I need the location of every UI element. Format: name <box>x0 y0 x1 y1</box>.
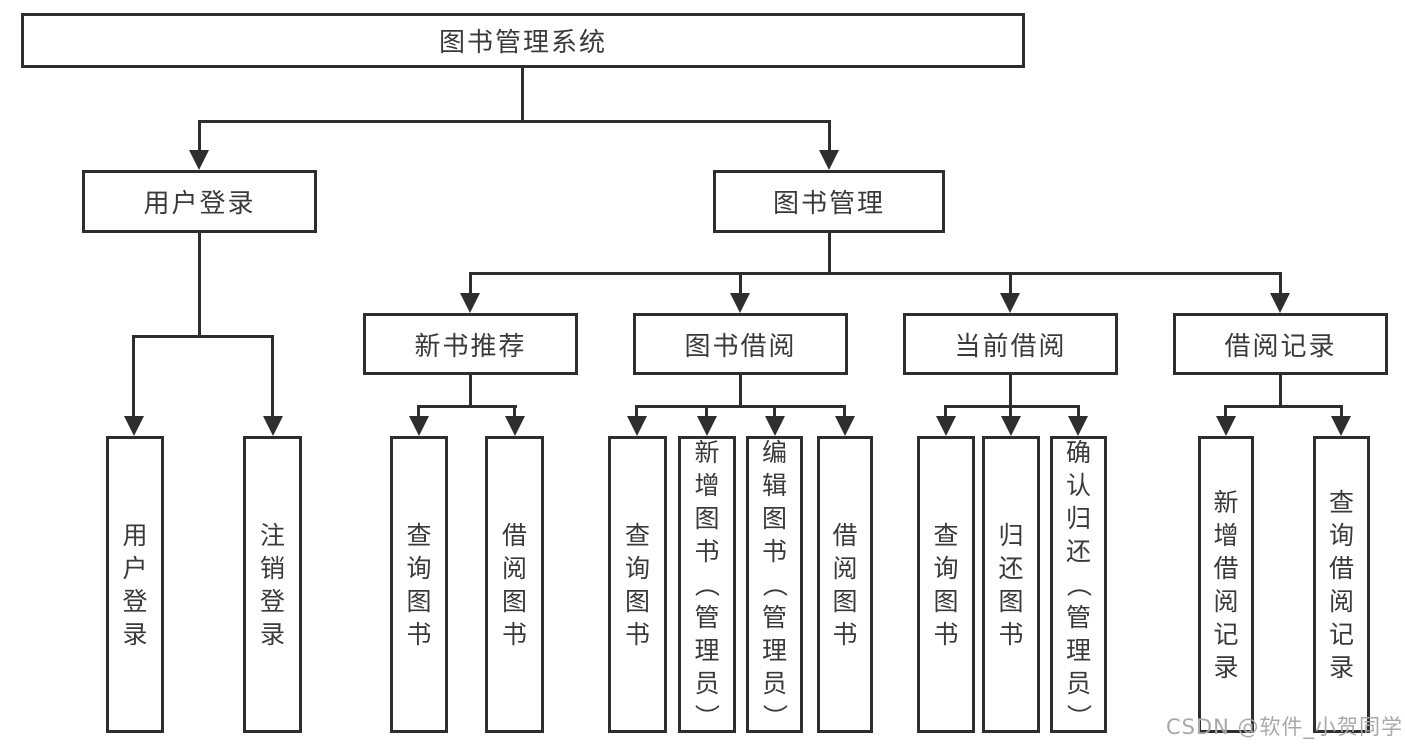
connector-line <box>1009 272 1012 295</box>
leaf-query-borrow-record: 查询借阅记录 <box>1313 436 1370 733</box>
connector-line <box>828 120 831 152</box>
arrow-down <box>627 416 647 436</box>
node-label: 用户登录 <box>122 520 148 649</box>
connector-line <box>635 405 638 418</box>
arrow-down <box>1000 293 1020 313</box>
node-label: 当前借阅 <box>954 331 1067 362</box>
node-new-book-recommend: 新书推荐 <box>363 313 578 375</box>
leaf-query-books-recommend: 查询图书 <box>390 436 448 733</box>
connector-line <box>705 405 708 418</box>
arrow-down <box>819 150 839 170</box>
leaf-logout: 注销登录 <box>243 436 302 733</box>
node-borrow-records: 借阅记录 <box>1173 313 1388 375</box>
connector-line <box>418 405 517 408</box>
connector-line <box>198 120 201 152</box>
connector-line <box>271 335 274 418</box>
arrow-down <box>835 416 855 436</box>
connector-line <box>944 405 947 418</box>
arrow-down <box>409 416 429 436</box>
arrow-down <box>697 416 717 436</box>
arrow-down <box>1216 416 1236 436</box>
connector-line <box>198 120 831 123</box>
leaf-edit-books-admin: 编辑图书（管理员） <box>746 436 803 733</box>
connector-line <box>1077 405 1080 418</box>
node-label: 注销登录 <box>259 520 285 649</box>
leaf-return-books: 归还图书 <box>982 436 1040 733</box>
connector-line <box>198 233 201 335</box>
node-label: 新增借阅记录 <box>1213 487 1239 682</box>
connector-line <box>1224 405 1227 418</box>
connector-line <box>1279 272 1282 295</box>
leaf-borrow-books-recommend: 借阅图书 <box>485 436 544 733</box>
connector-line <box>513 405 516 418</box>
node-label: 新增图书（管理员） <box>692 438 722 730</box>
node-user-login: 用户登录 <box>82 170 317 233</box>
node-label: 图书管理 <box>772 189 885 219</box>
leaf-confirm-return-admin: 确认归还（管理员） <box>1050 436 1107 733</box>
node-book-borrow: 图书借阅 <box>633 313 848 375</box>
connector-line <box>1009 405 1012 418</box>
connector-line <box>132 335 135 418</box>
leaf-user-login: 用户登录 <box>106 436 164 733</box>
node-label: 图书借阅 <box>684 331 797 362</box>
arrow-down <box>263 416 283 436</box>
node-label: 确认归还（管理员） <box>1063 438 1093 730</box>
node-label: 借阅记录 <box>1224 331 1337 362</box>
leaf-query-books-current: 查询图书 <box>917 436 975 733</box>
node-root-system: 图书管理系统 <box>21 13 1025 68</box>
node-label: 查询图书 <box>624 520 650 649</box>
arrow-down <box>1068 416 1088 436</box>
connector-line <box>469 272 472 295</box>
csdn-watermark: CSDN @软件_小贺同学 <box>1165 715 1403 739</box>
node-label: 借阅图书 <box>832 520 858 649</box>
arrow-down <box>505 416 525 436</box>
arrow-down <box>1001 416 1021 436</box>
connector-line <box>521 68 524 120</box>
arrow-down <box>460 293 480 313</box>
connector-line <box>417 405 420 418</box>
connector-line <box>739 272 742 295</box>
connector-line <box>739 375 742 408</box>
connector-line <box>843 405 846 418</box>
leaf-borrow-books: 借阅图书 <box>817 436 873 733</box>
leaf-add-borrow-record: 新增借阅记录 <box>1198 436 1254 733</box>
connector-line <box>635 405 846 408</box>
node-label: 图书管理系统 <box>438 28 607 58</box>
connector-line <box>773 405 776 418</box>
connector-line <box>1279 375 1282 408</box>
node-label: 查询图书 <box>933 520 959 649</box>
node-label: 归还图书 <box>998 520 1024 649</box>
node-label: 查询图书 <box>406 520 432 649</box>
node-label: 查询借阅记录 <box>1328 487 1354 682</box>
arrow-down <box>189 150 209 170</box>
node-label: 借阅图书 <box>501 520 527 649</box>
node-label: 用户登录 <box>143 189 256 219</box>
connector-line <box>828 233 831 272</box>
connector-line <box>1009 375 1012 408</box>
connector-line <box>469 272 1282 275</box>
node-label: 编辑图书（管理员） <box>759 438 789 730</box>
leaf-query-books-borrow: 查询图书 <box>608 436 667 733</box>
arrow-down <box>124 416 144 436</box>
arrow-down <box>730 293 750 313</box>
node-label: 新书推荐 <box>414 331 527 362</box>
connector-line <box>133 335 274 338</box>
arrow-down <box>1331 416 1351 436</box>
node-current-borrow: 当前借阅 <box>903 313 1118 375</box>
connector-line <box>469 375 472 408</box>
arrow-down <box>1270 293 1290 313</box>
connector-line <box>944 405 1080 408</box>
connector-line <box>1224 405 1343 408</box>
arrow-down <box>765 416 785 436</box>
leaf-add-books-admin: 新增图书（管理员） <box>678 436 736 733</box>
connector-line <box>1340 405 1343 418</box>
node-book-management: 图书管理 <box>713 170 945 233</box>
arrow-down <box>936 416 956 436</box>
